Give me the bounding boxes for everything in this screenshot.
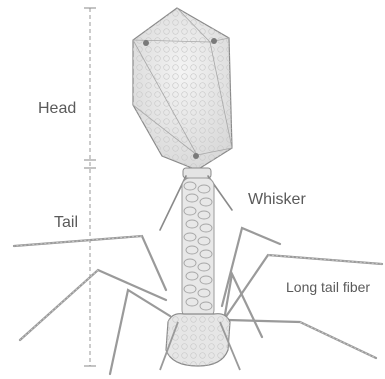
capsid-head [133, 8, 232, 170]
scale-line [84, 8, 96, 366]
baseplate [160, 314, 240, 370]
label-tail: Tail [54, 215, 78, 231]
label-head: Head [38, 101, 76, 117]
tail-sheath [182, 178, 214, 318]
collar [183, 168, 211, 178]
label-whisker: Whisker [248, 192, 306, 208]
label-long-tail-fiber: Long tail fiber [286, 280, 370, 294]
